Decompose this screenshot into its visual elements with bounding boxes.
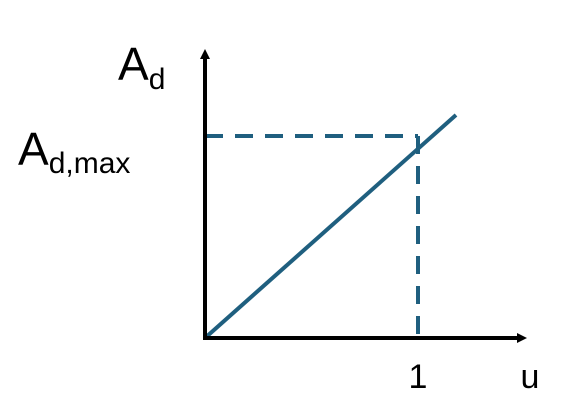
x-tick-label: 1 <box>409 358 428 396</box>
y-axis-label: Ad <box>118 38 165 96</box>
y-max-label: Ad,max <box>18 123 130 180</box>
linear-relation-line <box>203 113 458 340</box>
x-axis-label: u <box>521 358 540 396</box>
